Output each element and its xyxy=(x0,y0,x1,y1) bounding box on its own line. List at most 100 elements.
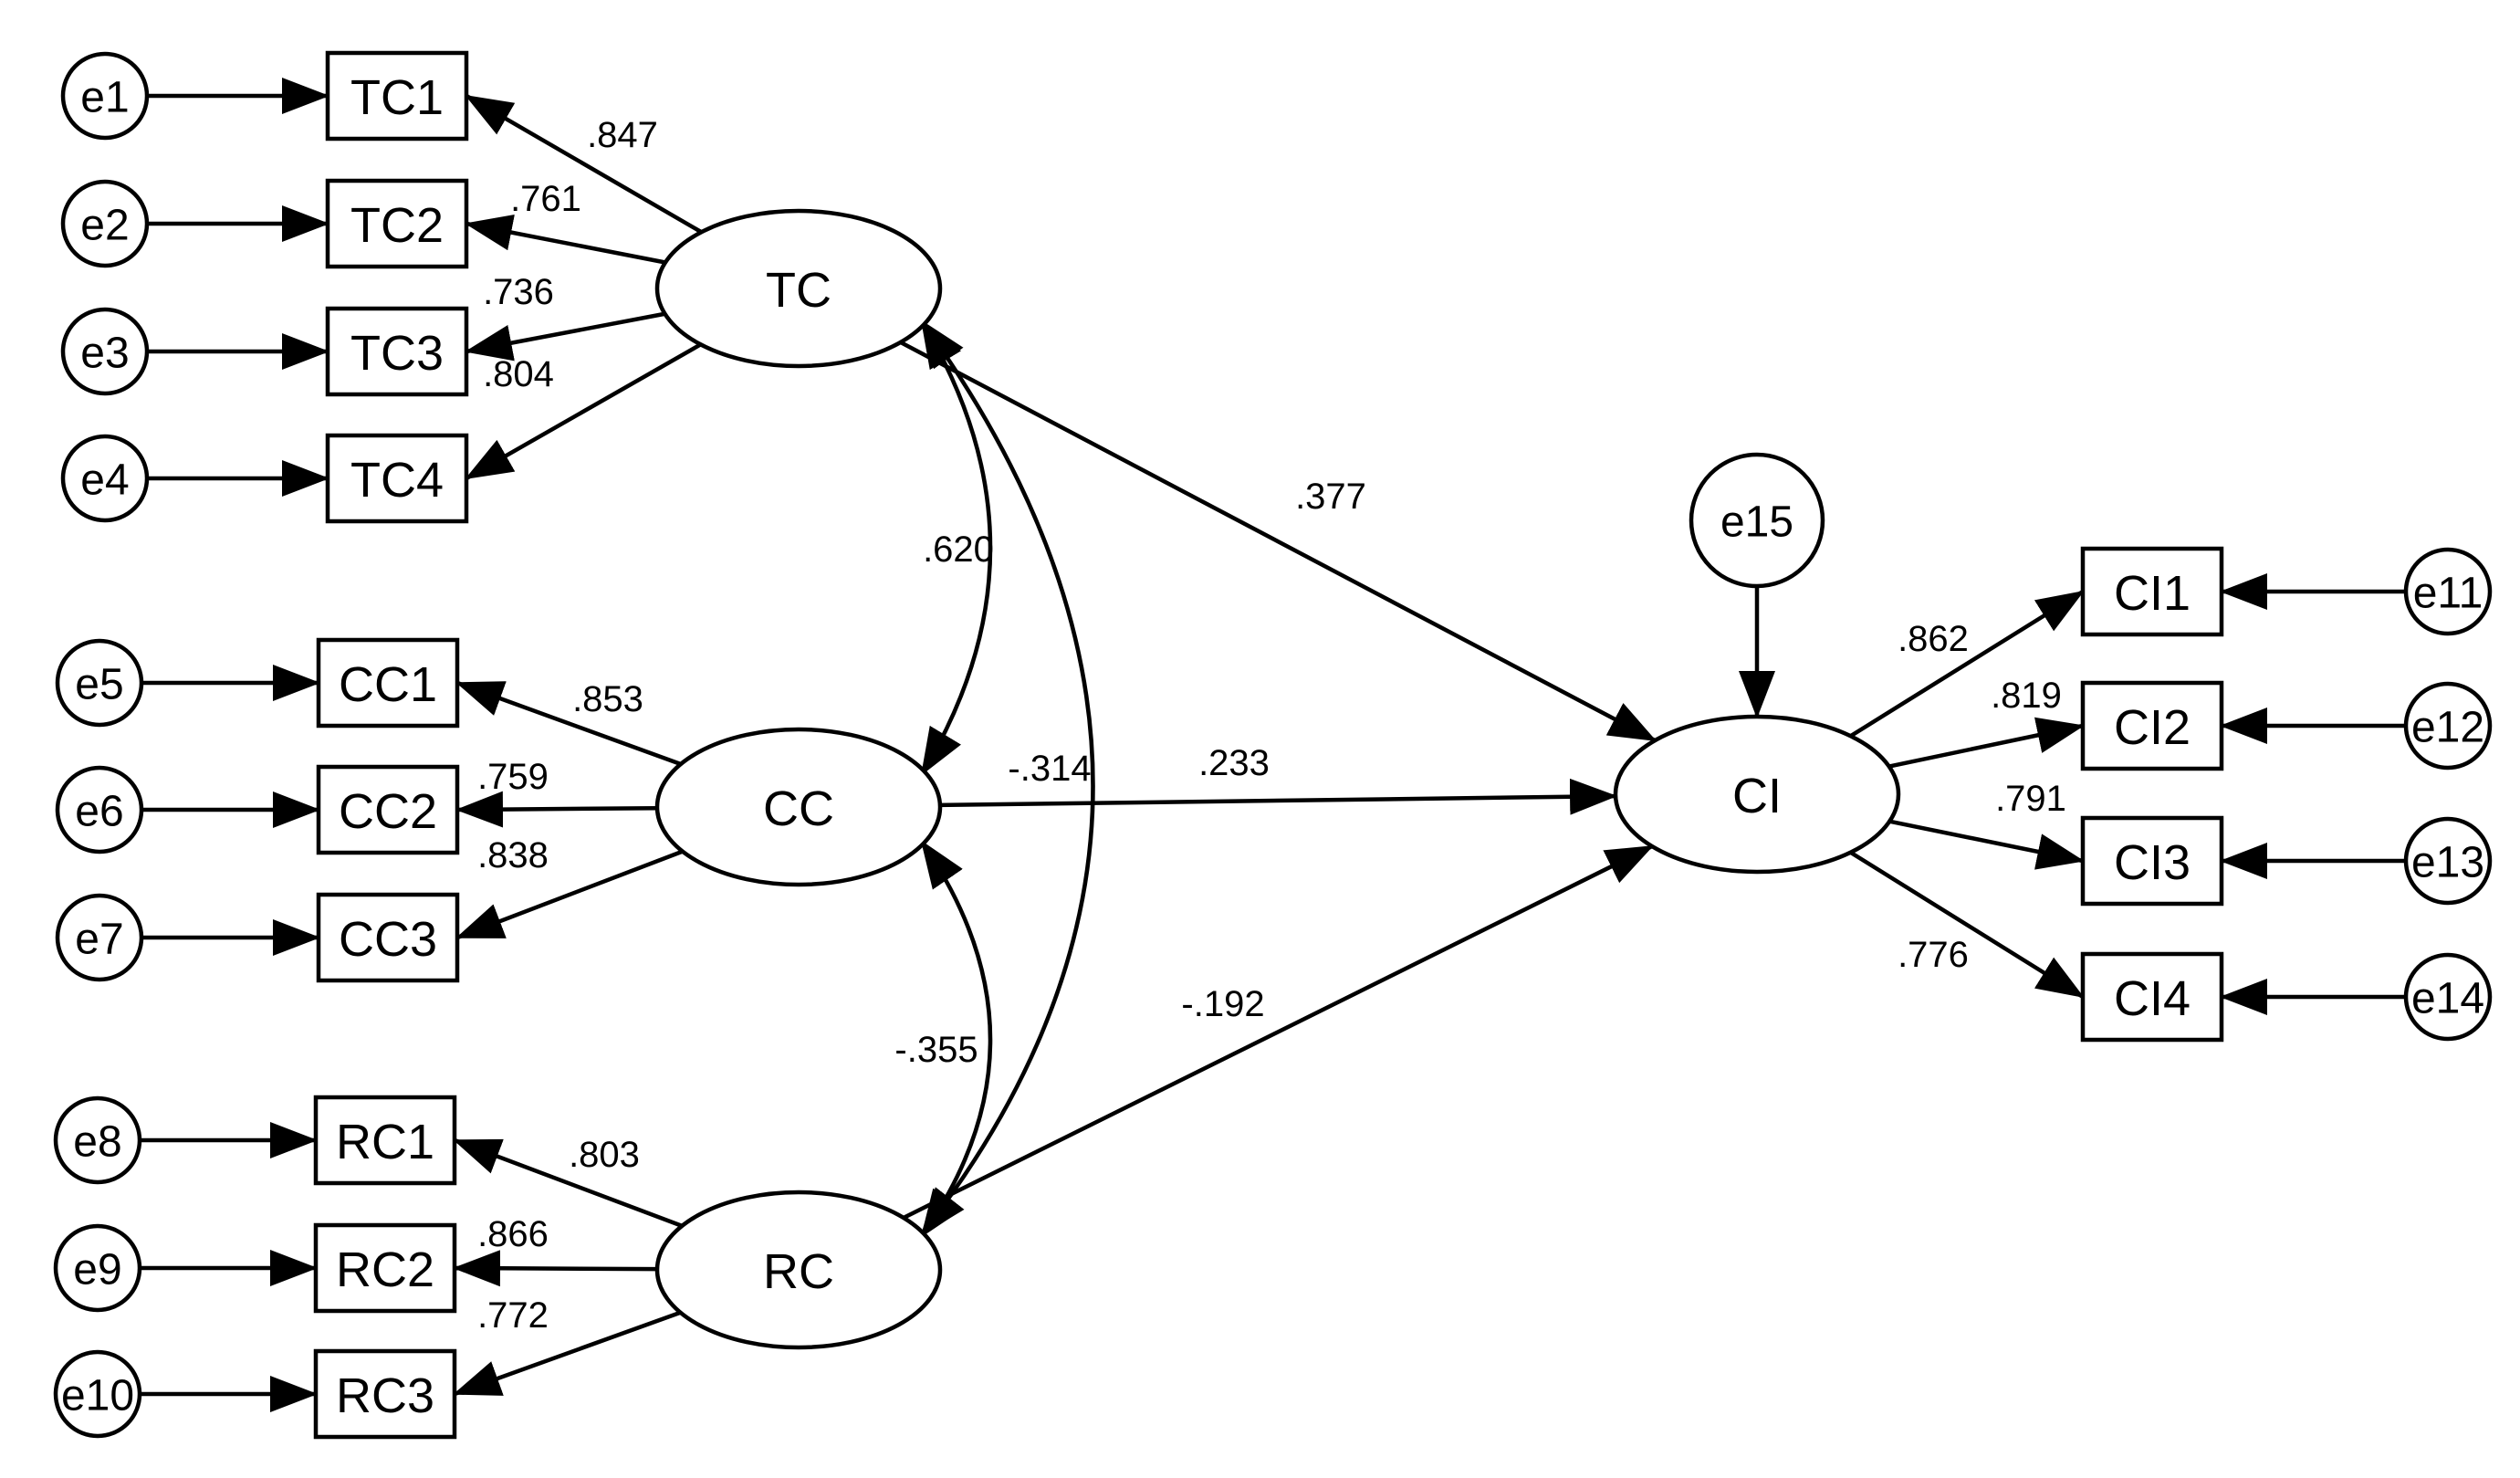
loading-arrow-rc2 xyxy=(453,1250,658,1287)
observed-label-ci1: CI1 xyxy=(2114,566,2191,621)
path-arrow-rc-ci xyxy=(902,844,1654,1220)
observed-box-tc1 xyxy=(325,50,469,142)
loading-value-ci4: .776 xyxy=(1898,935,1969,975)
error-label-e7: e7 xyxy=(75,916,123,964)
correlation-value-tc-rc: -.314 xyxy=(1008,749,1091,789)
loading-value-tc4: .804 xyxy=(483,354,554,394)
loading-value-tc2: .761 xyxy=(510,179,581,219)
loading-value-tc3: .736 xyxy=(483,272,554,312)
latent-ellipse-cc xyxy=(654,727,943,887)
loading-value-tc1: .847 xyxy=(587,115,658,155)
observed-box-rc2 xyxy=(313,1222,457,1314)
path-value-rc-ci: -.192 xyxy=(1181,984,1264,1024)
error-node-e8 xyxy=(53,1095,142,1185)
loading-arrow-tc2 xyxy=(465,214,666,265)
observed-label-rc1: RC1 xyxy=(336,1115,434,1169)
error-label-e8: e8 xyxy=(73,1118,121,1167)
loading-arrow-tc1 xyxy=(465,94,703,235)
loading-arrow-ci2 xyxy=(1888,717,2085,769)
observed-label-cc3: CC3 xyxy=(339,912,437,967)
observed-box-cc2 xyxy=(316,764,460,855)
loading-value-cc2: .759 xyxy=(477,757,549,797)
error-label-e9: e9 xyxy=(73,1246,121,1295)
loading-value-ci1: .862 xyxy=(1898,619,1969,659)
loading-arrow-rc3 xyxy=(453,1310,682,1397)
loading-arrow-cc1 xyxy=(455,680,682,767)
observed-label-rc3: RC3 xyxy=(336,1368,434,1423)
latent-label-tc: TC xyxy=(766,263,831,318)
loading-arrow-tc4 xyxy=(465,342,702,480)
observed-box-ci1 xyxy=(2080,546,2224,637)
error-label-e5: e5 xyxy=(75,661,123,709)
correlation-value-cc-rc: -.355 xyxy=(894,1030,978,1070)
loading-arrow-cc3 xyxy=(455,849,684,940)
error-label-e2: e2 xyxy=(80,202,129,250)
path-arrow-tc-ci xyxy=(899,340,1657,743)
error-node-e5 xyxy=(55,638,144,728)
observed-label-cc1: CC1 xyxy=(339,657,437,712)
error-node-e13 xyxy=(2403,816,2493,906)
observed-box-tc3 xyxy=(325,306,469,397)
path-value-tc-ci: .377 xyxy=(1295,477,1366,517)
error-node-e9 xyxy=(53,1223,142,1313)
loading-value-ci3: .791 xyxy=(1995,779,2066,819)
latent-label-cc: CC xyxy=(763,781,834,836)
path-arrow-cc-ci xyxy=(939,778,1618,815)
observed-label-rc2: RC2 xyxy=(336,1242,434,1297)
observed-label-tc1: TC1 xyxy=(350,70,444,125)
error-node-e2 xyxy=(60,179,150,268)
error-label-e14: e14 xyxy=(2411,975,2484,1023)
observed-label-tc3: TC3 xyxy=(350,326,444,381)
error-node-e11 xyxy=(2403,547,2493,636)
observed-label-cc2: CC2 xyxy=(339,784,437,839)
correlation-arrow-cc-rc xyxy=(920,840,993,1238)
error-label-e10: e10 xyxy=(61,1372,134,1420)
latent-label-ci: CI xyxy=(1732,769,1782,823)
loading-value-cc3: .838 xyxy=(477,835,549,875)
loading-value-ci2: .819 xyxy=(1991,676,2062,716)
observed-box-ci3 xyxy=(2080,815,2224,907)
loading-arrow-ci4 xyxy=(1849,850,2085,999)
observed-box-cc3 xyxy=(316,892,460,983)
observed-label-tc2: TC2 xyxy=(350,198,444,253)
observed-box-ci4 xyxy=(2080,951,2224,1043)
error-label-e3: e3 xyxy=(80,330,129,378)
observed-box-rc3 xyxy=(313,1348,457,1440)
correlation-arrow-tc-rc xyxy=(920,320,1095,1236)
observed-box-tc2 xyxy=(325,178,469,269)
error-node-e1 xyxy=(60,51,150,141)
observed-label-ci3: CI3 xyxy=(2114,835,2191,890)
latent-label-rc: RC xyxy=(763,1244,834,1299)
observed-label-ci4: CI4 xyxy=(2114,971,2191,1026)
loading-value-rc1: .803 xyxy=(569,1135,640,1175)
error-node-e10 xyxy=(53,1349,142,1439)
latent-ellipse-tc xyxy=(654,208,943,369)
error-node-e6 xyxy=(55,765,144,854)
latent-ellipse-ci xyxy=(1613,714,1901,875)
observed-box-tc4 xyxy=(325,433,469,524)
observed-box-ci2 xyxy=(2080,680,2224,771)
loading-arrow-rc1 xyxy=(453,1137,684,1228)
error-node-e7 xyxy=(55,893,144,982)
loading-value-rc2: .866 xyxy=(477,1214,549,1254)
error-label-e11: e11 xyxy=(2413,570,2483,618)
error-label-e6: e6 xyxy=(75,788,123,836)
correlation-value-tc-cc: .620 xyxy=(923,529,994,570)
observed-label-ci2: CI2 xyxy=(2114,700,2191,755)
error-label-e13: e13 xyxy=(2411,839,2484,887)
observed-label-tc4: TC4 xyxy=(350,453,444,508)
observed-box-cc1 xyxy=(316,637,460,729)
error-node-e3 xyxy=(60,307,150,396)
loading-arrow-ci1 xyxy=(1849,590,2085,739)
loading-arrow-cc2 xyxy=(455,791,658,828)
loading-value-rc3: .772 xyxy=(477,1295,549,1336)
error-label-e1: e1 xyxy=(80,74,129,122)
error-node-e14 xyxy=(2403,952,2493,1042)
error-node-e4 xyxy=(60,434,150,523)
loading-arrow-ci3 xyxy=(1888,819,2085,870)
error-label-e4: e4 xyxy=(80,456,129,505)
loading-arrow-tc3 xyxy=(465,311,665,362)
observed-box-rc1 xyxy=(313,1095,457,1186)
error-label-e12: e12 xyxy=(2411,704,2484,752)
